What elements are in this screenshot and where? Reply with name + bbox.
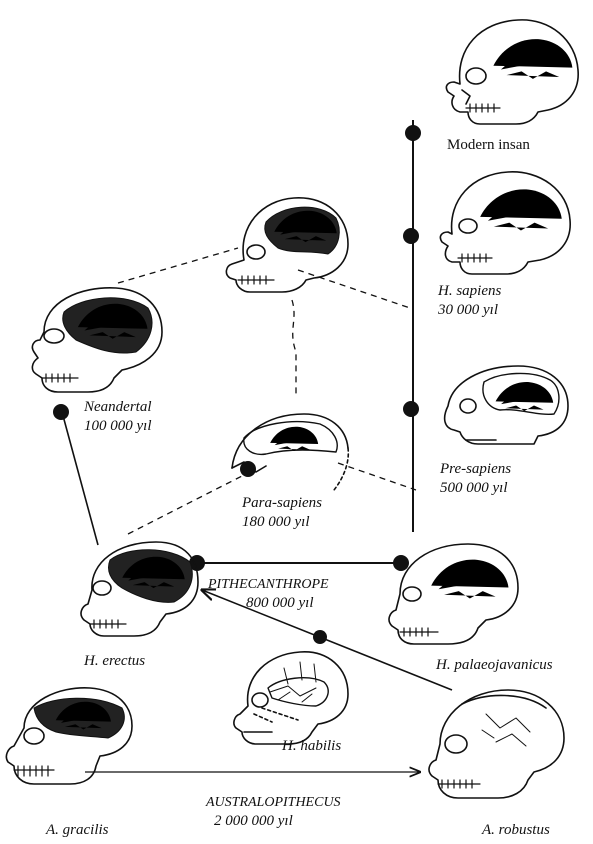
pithecanthrope-right-node xyxy=(393,555,409,571)
presapiens-skull-icon xyxy=(445,366,568,444)
habilis-label: H. habilis xyxy=(282,737,341,756)
sapiens-node xyxy=(403,228,419,244)
gracilis-label: A. gracilis xyxy=(46,821,109,840)
connector-lines xyxy=(62,120,452,772)
parasapiens-name-label: Para-sapiens xyxy=(242,494,322,513)
presapiens-node xyxy=(403,401,419,417)
top-sapiens-dashed xyxy=(298,270,410,308)
sapiens-age-label: 30 000 yıl xyxy=(438,301,498,320)
parasapiens-skull-icon xyxy=(232,414,348,490)
sapiens-skull-icon xyxy=(440,172,570,274)
modern-label: Modern insan xyxy=(447,136,530,155)
pithecanthrope-name-label: PITHECANTHROPE xyxy=(208,575,329,594)
palaeojavanicus-skull-icon xyxy=(389,544,518,644)
neandertal-top-dashed xyxy=(118,248,238,283)
pithecanthrope-age-label: 800 000 yıl xyxy=(246,594,314,613)
unnamed-top-skull-icon xyxy=(226,198,348,292)
neandertal-node xyxy=(53,404,69,420)
palaeojavanicus-arrow-node xyxy=(313,630,327,644)
habilis-skull-icon xyxy=(234,652,348,744)
neandertal-age-label: 100 000 yıl xyxy=(84,417,152,436)
modern-skull-icon xyxy=(446,20,578,124)
neandertal-name-label: Neandertal xyxy=(84,398,152,417)
erectus-parasapiens-dashed xyxy=(128,476,242,534)
gracilis-skull-icon xyxy=(6,688,132,784)
parasapiens-age-label: 180 000 yıl xyxy=(242,513,310,532)
presapiens-age-label: 500 000 yıl xyxy=(440,479,508,498)
robustus-label: A. robustus xyxy=(482,821,550,840)
australopithecus-age-label: 2 000 000 yıl xyxy=(214,812,293,831)
presapiens-name-label: Pre-sapiens xyxy=(440,460,511,479)
top-parasapiens-dashed xyxy=(292,300,296,396)
robustus-pithecanthrope-arrow xyxy=(202,590,452,690)
erectus-skull-icon xyxy=(81,542,198,636)
modern-node xyxy=(405,125,421,141)
sapiens-name-label: H. sapiens xyxy=(438,282,501,301)
erectus-label: H. erectus xyxy=(84,652,145,671)
parasapiens-presapiens-dashed xyxy=(338,463,416,490)
australopithecus-name-label: AUSTRALOPITHECUS xyxy=(206,793,341,812)
robustus-skull-icon xyxy=(429,690,564,798)
neandertal-skull-icon xyxy=(32,288,162,392)
palaeojavanicus-label: H. palaeojavanicus xyxy=(436,656,553,675)
